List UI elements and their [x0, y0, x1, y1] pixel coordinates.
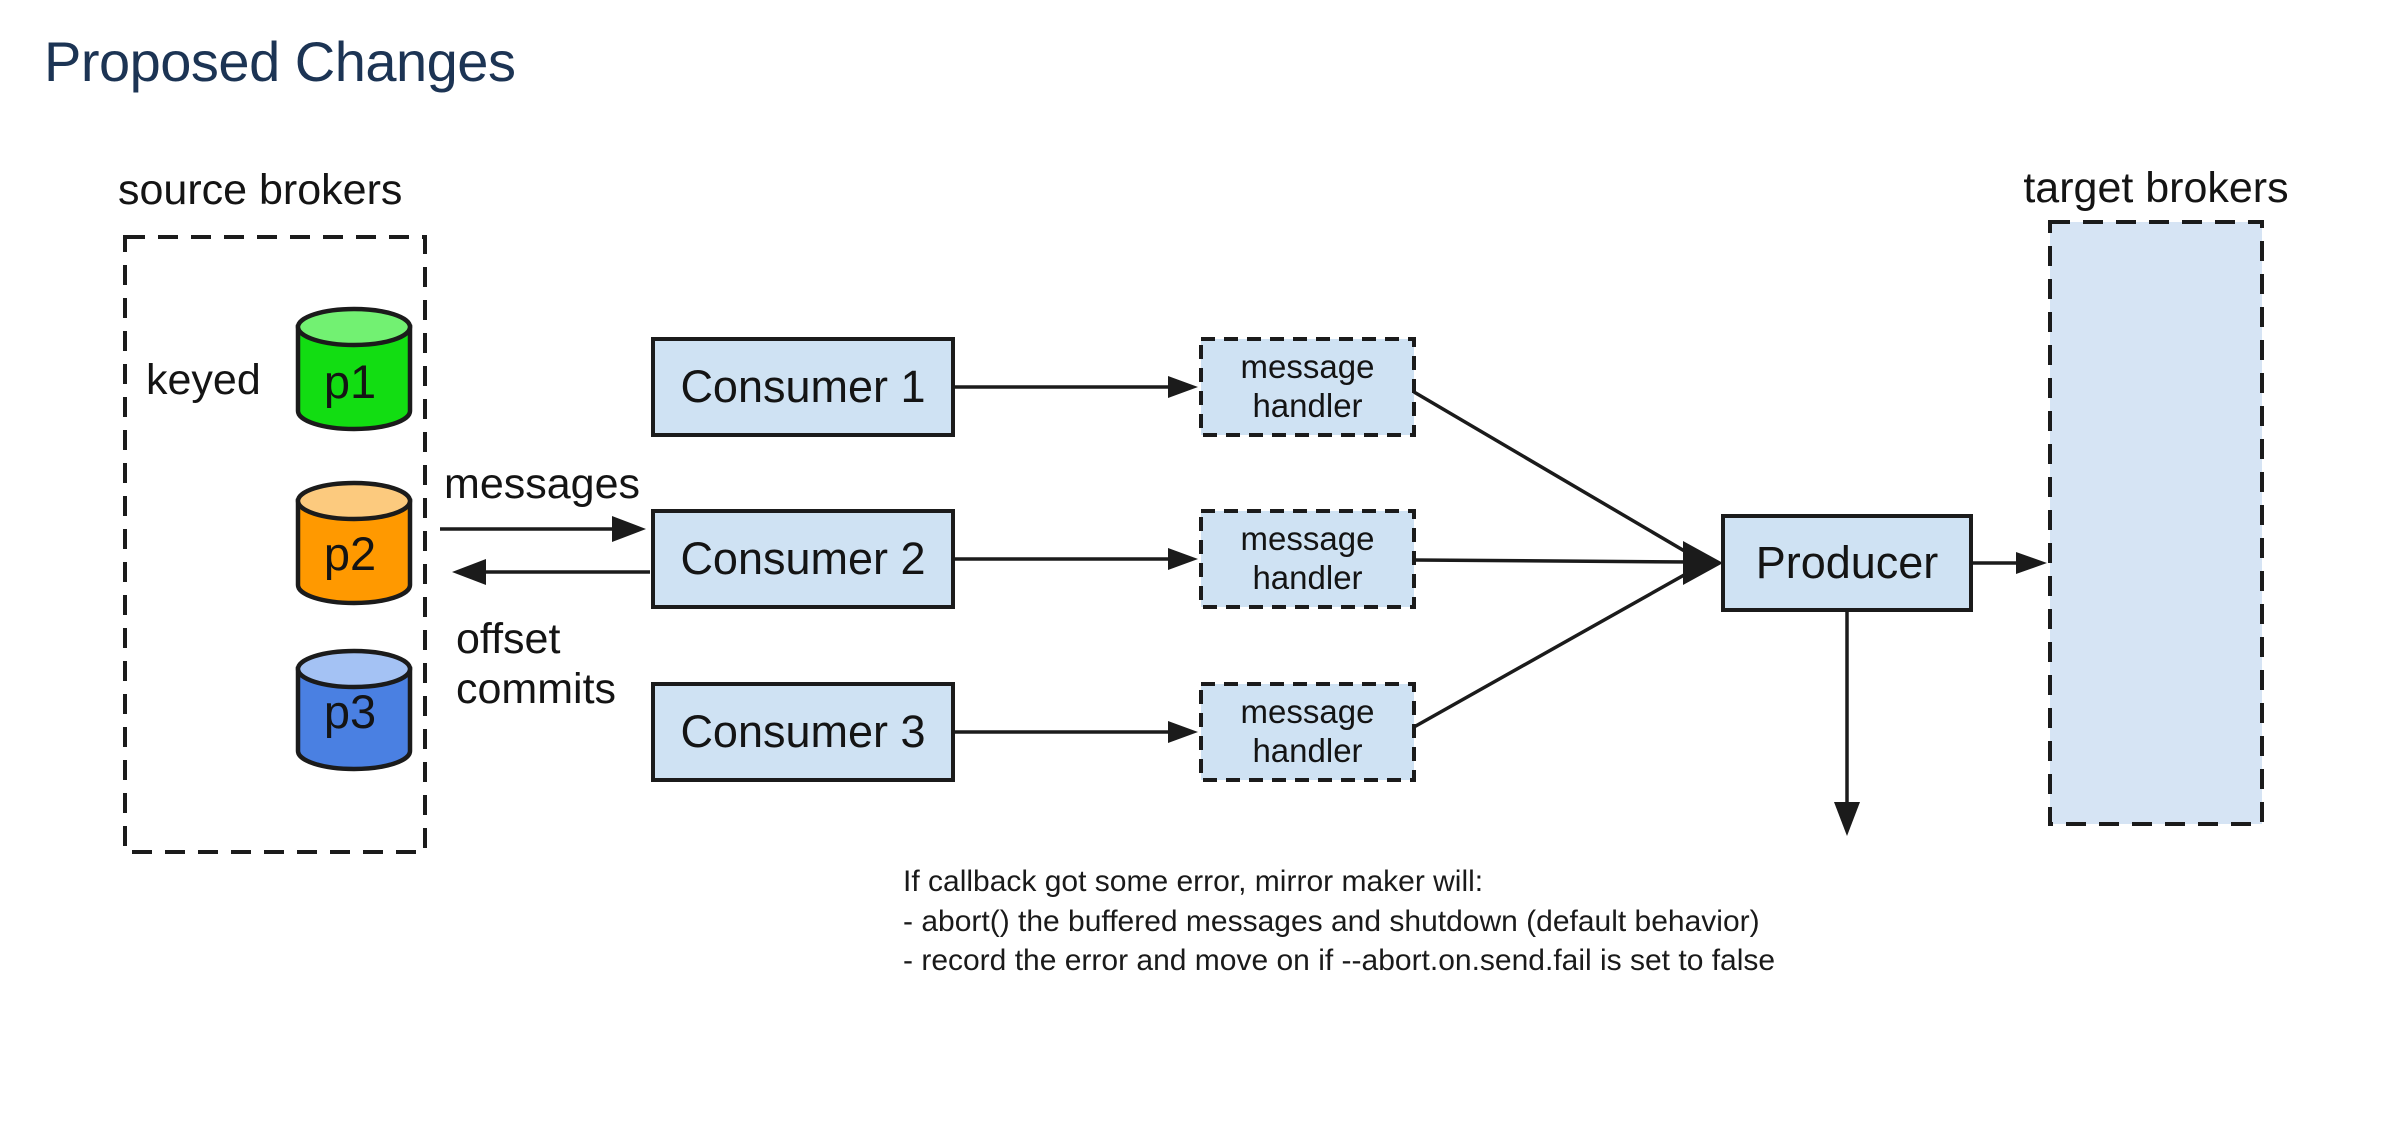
message-handler-label-text: message handler	[1240, 348, 1375, 424]
callback-note: If callback got some error, mirror maker…	[903, 862, 1775, 981]
consumer1-box	[651, 337, 955, 437]
consumer1-to-handler1-arrow	[953, 376, 1198, 398]
target-brokers-label: target brokers	[2023, 164, 2289, 212]
cylinder-top-p2	[295, 480, 413, 522]
offset-commits-arrow	[452, 559, 650, 585]
cylinder-body-p2	[295, 498, 413, 606]
cylinder-top-p1	[295, 306, 413, 348]
message-handler3-box	[1199, 682, 1416, 782]
cylinder-body-p1	[295, 324, 413, 432]
consumer2-to-handler2-arrow	[953, 548, 1198, 570]
callback-note-line2: - abort() the buffered messages and shut…	[903, 904, 1760, 938]
producer-label: Producer	[1755, 537, 1939, 588]
handler1-to-producer-line	[1413, 390, 1694, 558]
page-title: Proposed Changes	[44, 30, 516, 93]
message-handler3-label: message handler	[1201, 684, 1414, 780]
consumer3-box	[651, 682, 955, 782]
partition-label-p2: p2	[323, 526, 377, 580]
handler3-to-producer-line	[1413, 568, 1694, 729]
handler2-to-producer-line	[1413, 558, 1694, 564]
consumer2-label: Consumer 2	[680, 533, 926, 584]
callback-note-line1: If callback got some error, mirror maker…	[903, 865, 1484, 898]
partition-cylinder-p1	[295, 306, 413, 432]
offset-commits-label: offset commits	[456, 615, 617, 713]
partition-label-p1: p1	[323, 354, 377, 408]
source-brokers-label: source brokers	[118, 166, 403, 214]
source-brokers-group-box	[123, 235, 427, 854]
cylinder-top-p3	[295, 648, 413, 690]
messages-arrow	[440, 516, 646, 542]
cylinder-body-p3	[295, 666, 413, 772]
messages-label: messages	[444, 460, 640, 508]
consumer3-to-handler3-arrow	[953, 721, 1198, 743]
message-handler1-box	[1199, 337, 1416, 437]
message-handler-label-text: message handler	[1240, 520, 1375, 596]
message-handler2-box	[1199, 509, 1416, 609]
message-handler2-label: message handler	[1201, 511, 1414, 607]
producer-box	[1721, 514, 1973, 612]
message-handler1-label: message handler	[1201, 339, 1414, 435]
callback-note-line3: - record the error and move on if --abor…	[903, 944, 1776, 977]
consumer2-box	[651, 509, 955, 609]
producer-to-target-arrow	[1971, 552, 2047, 574]
partition-label-p3: p3	[323, 684, 377, 738]
consumer1-label: Consumer 1	[680, 361, 926, 412]
keyed-label: keyed	[146, 356, 261, 404]
consumer3-label: Consumer 3	[680, 706, 926, 757]
message-handler-label-text: message handler	[1240, 693, 1375, 769]
target-brokers-group-box	[2048, 220, 2264, 826]
partition-cylinder-p2	[295, 480, 413, 606]
producer-down-arrow	[1834, 610, 1860, 836]
converge-arrowhead	[1683, 541, 1723, 585]
partition-cylinder-p3	[295, 648, 413, 772]
